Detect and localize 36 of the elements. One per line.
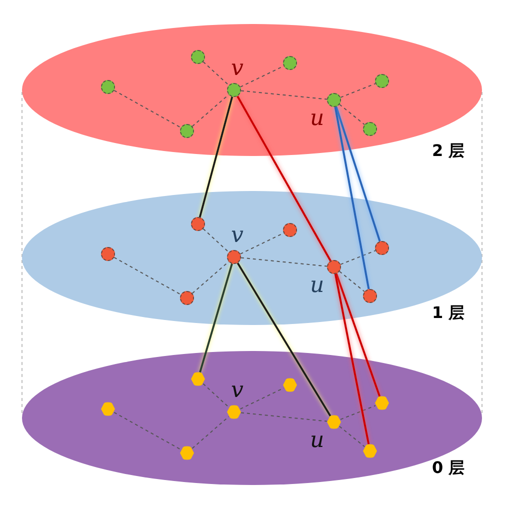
- connector-line: [335, 273, 381, 397]
- connector-line: [240, 412, 328, 422]
- connector-line: [240, 388, 284, 410]
- connector-line: [199, 263, 233, 373]
- connector-line: [334, 274, 370, 444]
- vertex-label: v: [231, 380, 244, 402]
- connector-line: [192, 416, 230, 449]
- vertex-label: u: [310, 108, 324, 130]
- connector-line: [236, 262, 332, 417]
- connector-line: [202, 228, 230, 253]
- connector-line: [198, 96, 234, 218]
- connector-line: [338, 270, 366, 292]
- connector-line: [338, 426, 366, 448]
- connector-line: [340, 83, 376, 98]
- vertex-label: v: [231, 58, 244, 80]
- connector-line: [202, 61, 230, 86]
- connector-line: [340, 405, 376, 420]
- layer-label: 2 层: [432, 142, 465, 160]
- connector-line: [335, 106, 381, 242]
- layer-label: 0 层: [432, 459, 465, 477]
- layer-label: 1 层: [432, 304, 465, 322]
- connector-line: [202, 383, 230, 408]
- connector-line: [240, 257, 328, 267]
- vertex-label: u: [310, 430, 324, 452]
- vertex-label: v: [231, 225, 244, 247]
- connector-line: [340, 250, 376, 265]
- connector-line: [240, 90, 328, 100]
- connector-line: [338, 104, 366, 126]
- connector-line: [334, 106, 370, 290]
- connector-line: [192, 94, 230, 127]
- connector-line: [114, 256, 182, 296]
- connector-line: [236, 96, 332, 262]
- connector-line: [114, 90, 182, 128]
- connector-line: [114, 412, 182, 450]
- connector-line: [192, 261, 230, 294]
- vertex-label: u: [310, 275, 324, 297]
